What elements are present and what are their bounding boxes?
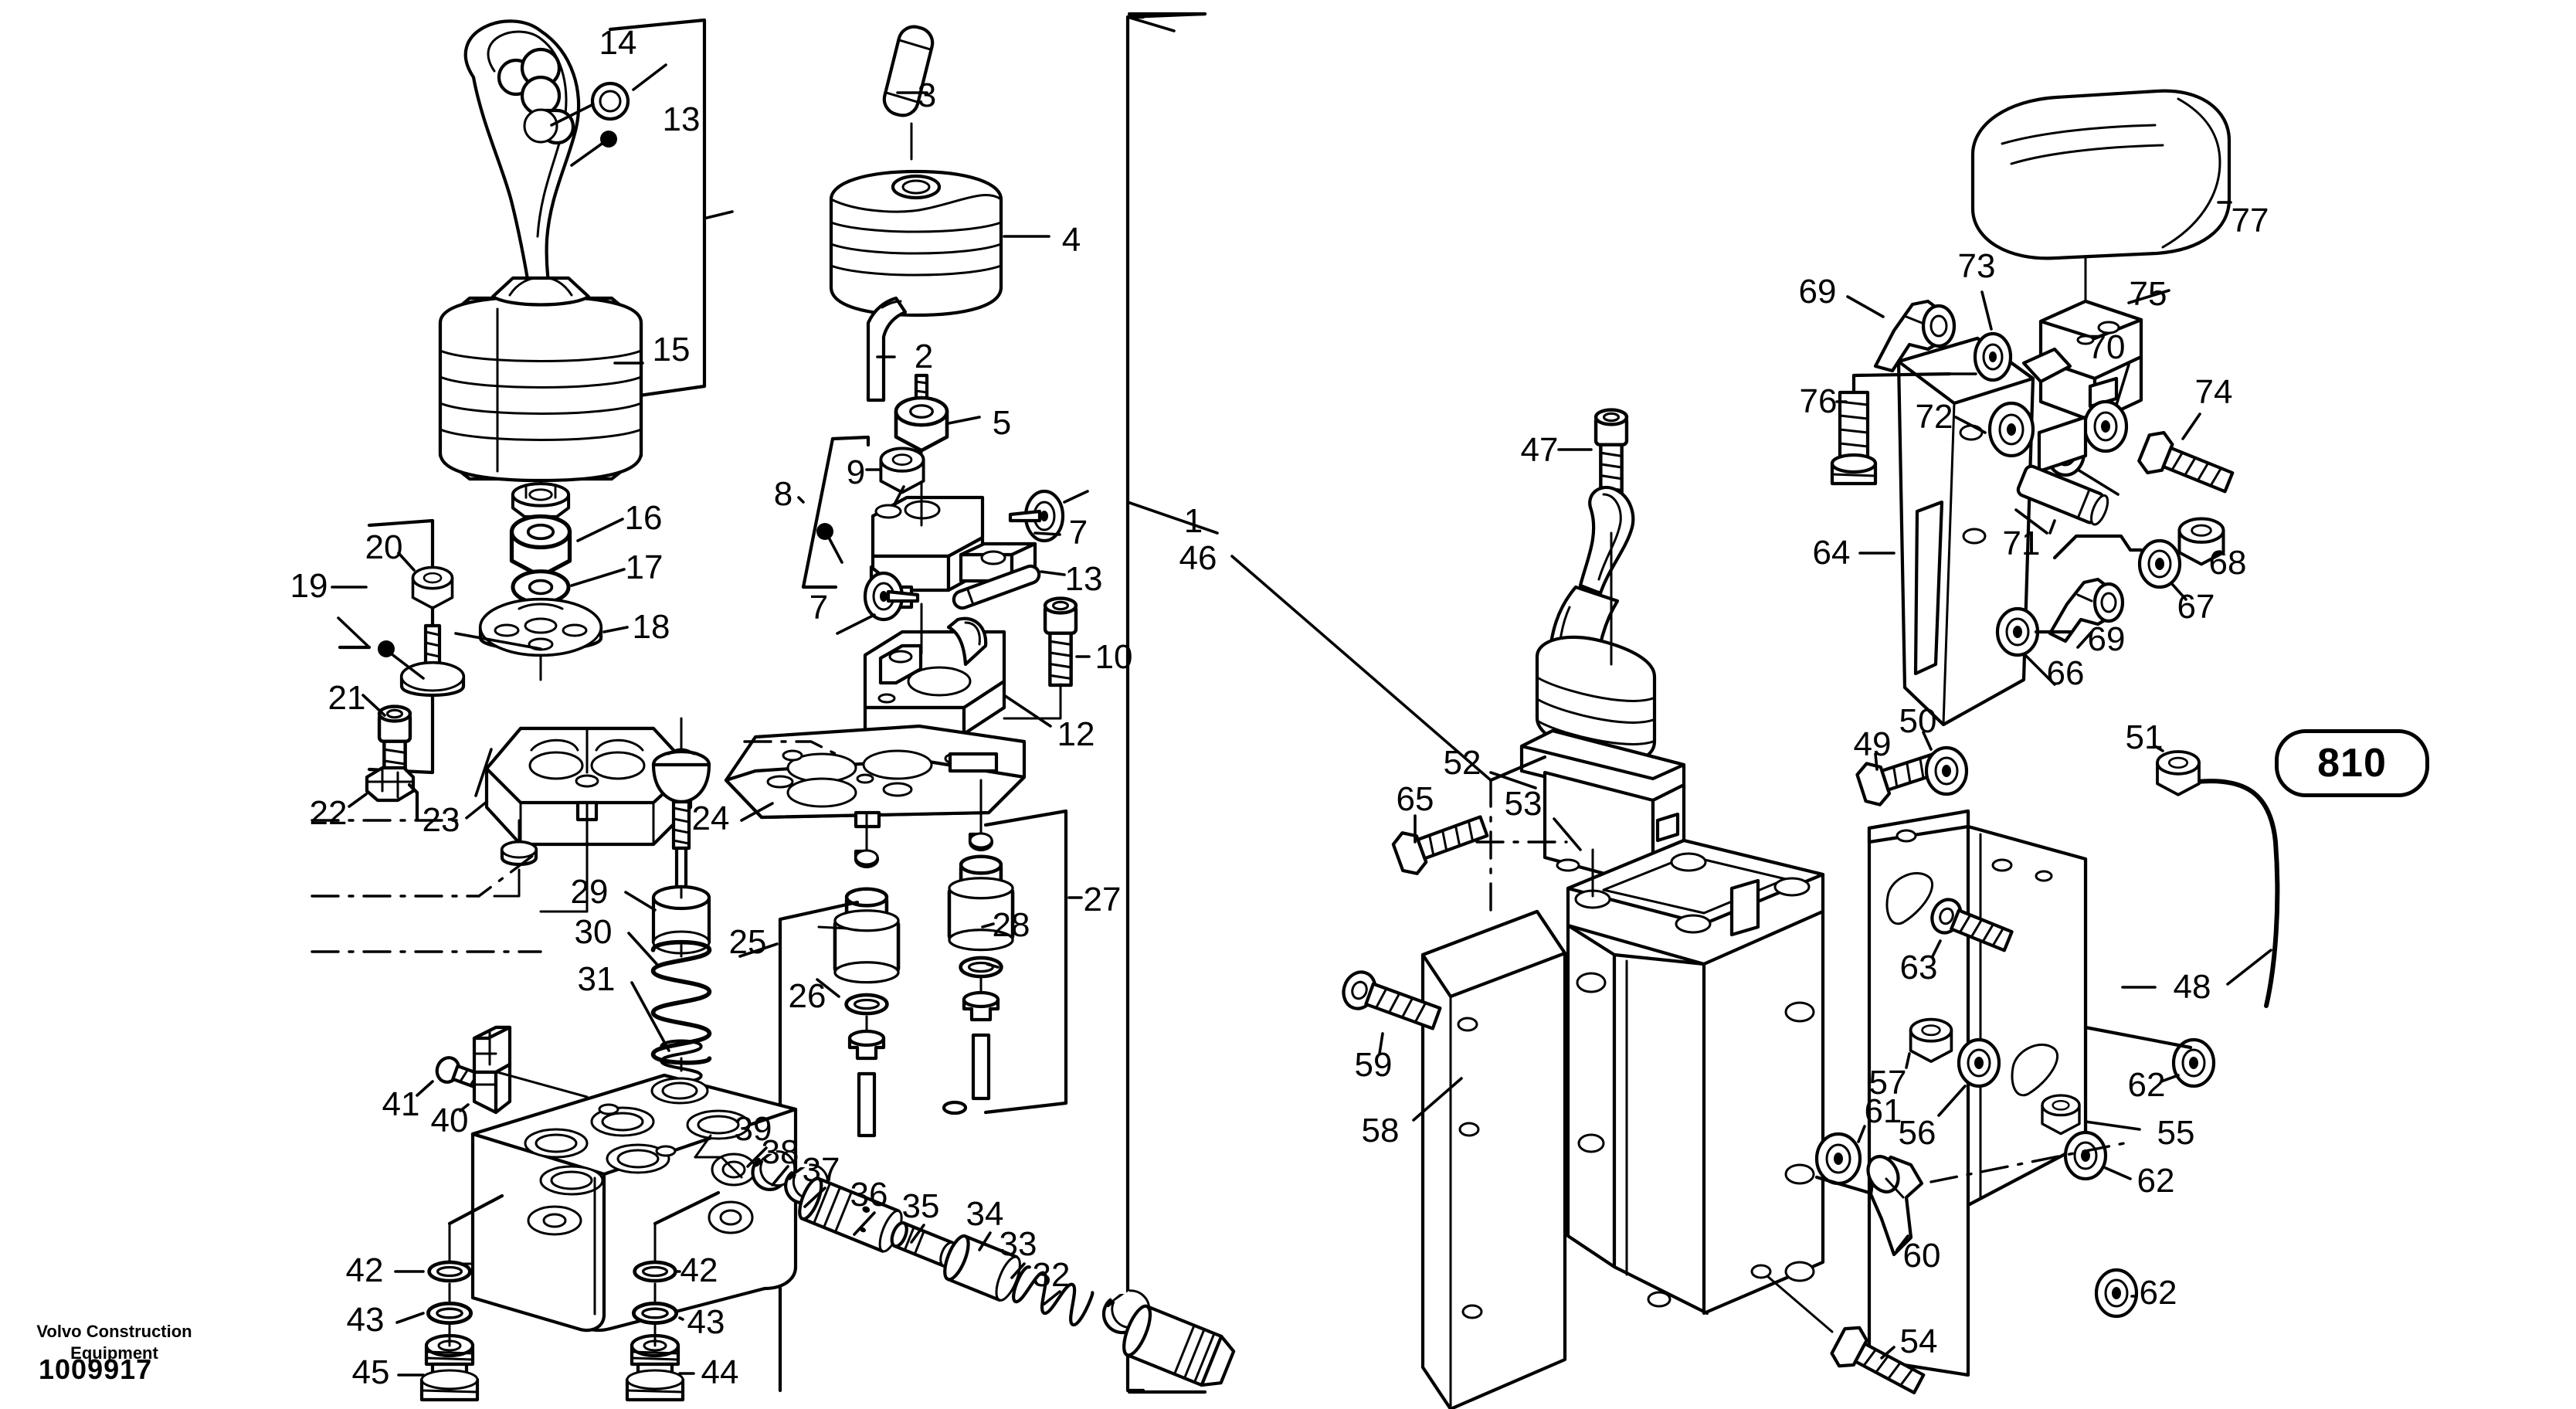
callout-69a: 69 xyxy=(1798,273,1837,311)
callout-52: 52 xyxy=(1443,744,1481,782)
callout-49: 49 xyxy=(1853,725,1892,763)
callout-27: 27 xyxy=(1083,881,1122,918)
callout-22: 22 xyxy=(309,794,348,832)
callout-73: 73 xyxy=(1957,247,1996,285)
callout-5: 5 xyxy=(992,404,1012,442)
callout-69b: 69 xyxy=(2087,620,2126,658)
callout-70: 70 xyxy=(2087,328,2126,366)
callout-62c: 62 xyxy=(2139,1274,2177,1312)
callout-10: 10 xyxy=(1095,638,1133,676)
callout-8: 8 xyxy=(773,475,793,513)
callout-76: 76 xyxy=(1799,382,1838,420)
callout-48: 48 xyxy=(2173,968,2211,1006)
callout-29: 29 xyxy=(570,873,609,911)
callout-4: 4 xyxy=(1061,221,1081,259)
callout-41: 41 xyxy=(382,1085,420,1123)
callout-31: 31 xyxy=(577,960,616,998)
brand-line-2: Equipment xyxy=(70,1343,158,1363)
callout-42b: 42 xyxy=(680,1251,718,1289)
callout-1: 1 xyxy=(1183,502,1203,540)
callout-32: 32 xyxy=(1032,1256,1071,1294)
callout-34: 34 xyxy=(966,1195,1004,1233)
callout-39: 39 xyxy=(734,1110,772,1148)
callout-58: 58 xyxy=(1361,1112,1400,1149)
callout-65: 65 xyxy=(1396,780,1434,818)
callout-2: 2 xyxy=(914,338,934,375)
callout-13b: 13 xyxy=(1064,560,1103,598)
callout-12: 12 xyxy=(1057,715,1095,753)
callout-44: 44 xyxy=(701,1353,739,1391)
callout-42a: 42 xyxy=(345,1251,384,1289)
callout-40: 40 xyxy=(430,1102,469,1139)
callout-15: 15 xyxy=(652,331,691,368)
callout-33: 33 xyxy=(999,1225,1037,1263)
callout-43a: 43 xyxy=(346,1301,385,1339)
callout-53: 53 xyxy=(1504,785,1543,823)
callout-57: 57 xyxy=(1868,1064,1907,1102)
callout-54: 54 xyxy=(1899,1322,1938,1360)
callout-9: 9 xyxy=(846,453,866,491)
callout-3: 3 xyxy=(917,76,937,114)
callout-60: 60 xyxy=(1902,1237,1941,1275)
callout-24: 24 xyxy=(691,800,730,837)
callout-16: 16 xyxy=(624,499,663,537)
callout-68: 68 xyxy=(2208,544,2247,582)
callout-7b: 7 xyxy=(809,589,829,626)
callout-50: 50 xyxy=(1899,702,1937,740)
callout-72: 72 xyxy=(1915,398,1953,436)
callout-62a: 62 xyxy=(2127,1066,2166,1104)
callout-28: 28 xyxy=(992,906,1030,944)
callout-7a: 7 xyxy=(1068,514,1088,552)
callout-13a: 13 xyxy=(662,100,701,138)
callout-61: 61 xyxy=(1864,1092,1902,1130)
callout-43b: 43 xyxy=(687,1303,725,1341)
callout-55: 55 xyxy=(2157,1114,2195,1152)
callout-67: 67 xyxy=(2177,588,2215,626)
callout-51: 51 xyxy=(2125,718,2164,756)
callout-38: 38 xyxy=(761,1133,799,1171)
callout-74: 74 xyxy=(2194,373,2233,411)
callout-23: 23 xyxy=(422,801,460,839)
section-badge: 810 xyxy=(2275,729,2429,797)
callout-64: 64 xyxy=(1812,534,1851,572)
brand-line-1: Volvo Construction xyxy=(36,1322,192,1341)
callout-21: 21 xyxy=(328,679,366,717)
callout-71: 71 xyxy=(2002,525,2041,562)
callout-46: 46 xyxy=(1179,539,1217,577)
callout-59: 59 xyxy=(1354,1046,1393,1084)
callout-47: 47 xyxy=(1520,431,1559,469)
callout-56: 56 xyxy=(1898,1114,1936,1152)
callout-17: 17 xyxy=(625,548,664,586)
callout-25: 25 xyxy=(728,923,767,961)
callout-35: 35 xyxy=(901,1187,940,1225)
callout-36: 36 xyxy=(850,1176,888,1214)
callout-37: 37 xyxy=(802,1151,840,1189)
callout-62b: 62 xyxy=(2136,1162,2175,1200)
callout-75: 75 xyxy=(2129,275,2167,313)
callout-18: 18 xyxy=(632,608,670,646)
callout-14: 14 xyxy=(599,24,637,62)
callout-26: 26 xyxy=(788,977,826,1015)
callout-45: 45 xyxy=(351,1353,390,1391)
callout-20: 20 xyxy=(365,528,403,566)
callout-66: 66 xyxy=(2046,654,2085,692)
callout-30: 30 xyxy=(574,913,613,951)
callout-63: 63 xyxy=(1899,949,1938,986)
drawing-number: 1009917 xyxy=(39,1353,153,1385)
callout-19: 19 xyxy=(290,567,328,605)
callout-77: 77 xyxy=(2231,202,2269,239)
